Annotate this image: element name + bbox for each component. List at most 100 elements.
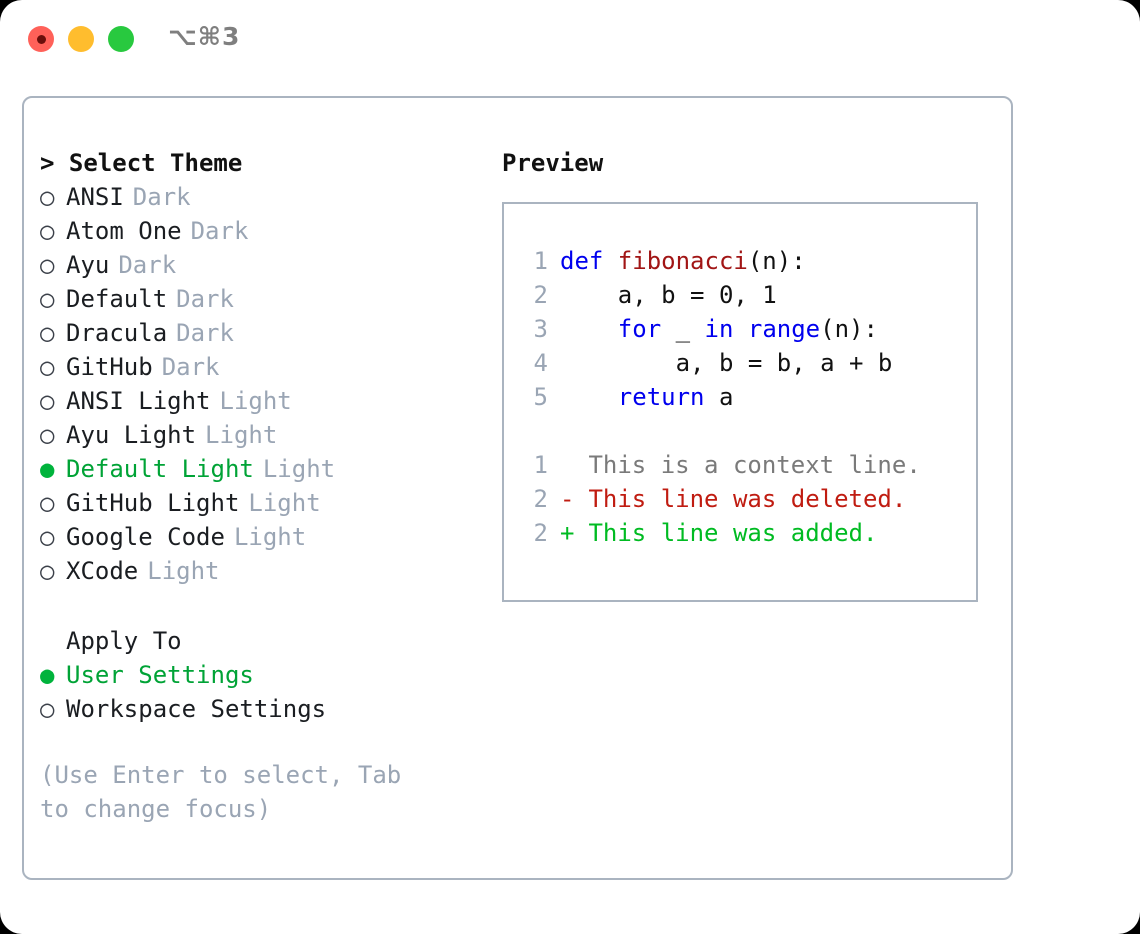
theme-item-1[interactable]: ○ Atom One Dark — [40, 214, 480, 248]
theme-item-variant-tag: Dark — [161, 353, 220, 381]
keyboard-shortcut-label: ⌥⌘3 — [168, 22, 241, 51]
radio-unselected-icon: ○ — [40, 353, 55, 381]
theme-item-variant-tag: Light — [205, 421, 278, 449]
theme-item-label: Google Code — [66, 523, 225, 551]
theme-item-variant-tag: Dark — [190, 217, 249, 245]
theme-item-9[interactable]: ○ GitHub Light Light — [40, 486, 480, 520]
theme-item-label: Default — [66, 285, 168, 313]
title-bar: ⌥⌘3 — [0, 0, 1140, 76]
theme-item-variant-tag: Light — [233, 523, 307, 551]
apply-to-list[interactable]: ● User Settings ○ Workspace Settings — [40, 658, 480, 726]
preview-title: Preview — [502, 149, 604, 177]
theme-item-variant-tag: Dark — [118, 251, 177, 279]
code-token: a, b = b, a + b — [560, 349, 893, 377]
radio-unselected-icon: ○ — [40, 421, 55, 449]
diff-text: This line was added. — [574, 519, 878, 547]
code-token: def — [560, 247, 618, 275]
code-line-4: 5 return a — [522, 380, 921, 414]
radio-unselected-icon: ○ — [40, 557, 55, 585]
diff-marker: - — [560, 485, 575, 513]
code-line-number: 5 — [533, 383, 548, 411]
theme-item-11[interactable]: ○ XCode Light — [40, 554, 480, 588]
theme-item-2[interactable]: ○ Ayu Dark — [40, 248, 480, 282]
code-token: return — [617, 383, 705, 411]
radio-unselected-icon: ○ — [40, 695, 55, 723]
theme-item-variant-tag: Light — [219, 387, 292, 415]
code-line-2: 3 for _ in range(n): — [522, 312, 921, 346]
diff-line-number: 2 — [533, 485, 548, 513]
diff-line-0: 1 This is a context line. — [522, 448, 921, 482]
code-blank-line — [522, 414, 921, 448]
diff-line-1: 2- This line was deleted. — [522, 482, 921, 516]
section-spacer — [40, 588, 480, 624]
code-token — [560, 380, 618, 414]
diff-marker — [560, 448, 574, 482]
theme-item-8[interactable]: ● Default Light Light — [40, 452, 480, 486]
radio-unselected-icon: ○ — [40, 523, 55, 551]
theme-item-3[interactable]: ○ Default Dark — [40, 282, 480, 316]
minimize-button[interactable] — [68, 26, 94, 52]
theme-item-label: XCode — [66, 557, 139, 585]
code-line-1: 2 a, b = 0, 1 — [522, 278, 921, 312]
select-theme-header: > Select Theme — [40, 149, 243, 177]
apply-to-item-1[interactable]: ○ Workspace Settings — [40, 692, 480, 726]
radio-unselected-icon: ○ — [40, 489, 55, 517]
code-token: in — [704, 315, 734, 343]
theme-item-label: Default Light — [66, 455, 254, 483]
radio-unselected-icon: ○ — [40, 285, 55, 313]
code-token: range — [747, 315, 821, 343]
theme-item-label: Dracula — [66, 319, 168, 347]
traffic-lights — [28, 26, 134, 52]
code-line-3: 4 a, b = b, a + b — [522, 346, 921, 380]
code-line-number: 2 — [533, 281, 548, 309]
theme-item-label: Ayu Light — [66, 421, 197, 449]
theme-item-label: GitHub Light — [66, 489, 240, 517]
theme-item-variant-tag: Light — [248, 489, 321, 517]
theme-item-label: Atom One — [66, 217, 182, 245]
theme-item-label: Ayu — [66, 251, 110, 279]
apply-to-item-label: User Settings — [66, 661, 254, 689]
theme-item-variant-tag: Dark — [132, 183, 191, 211]
code-token: (n): — [747, 247, 806, 275]
code-token: a — [704, 383, 734, 411]
theme-item-variant-tag: Dark — [176, 319, 234, 347]
code-token: fibonacci — [617, 247, 748, 275]
theme-item-label: GitHub — [66, 353, 153, 381]
zoom-button[interactable] — [108, 26, 134, 52]
radio-unselected-icon: ○ — [40, 217, 55, 245]
theme-item-variant-tag: Dark — [176, 285, 234, 313]
theme-item-5[interactable]: ○ GitHub Dark — [40, 350, 480, 384]
diff-line-2: 2+ This line was added. — [522, 516, 921, 550]
theme-item-label: ANSI — [66, 183, 124, 211]
keyboard-hint: (Use Enter to select, Tab to change focu… — [40, 761, 416, 823]
diff-marker: + — [560, 519, 575, 547]
theme-item-10[interactable]: ○ Google Code Light — [40, 520, 480, 554]
apply-to-item-label: Workspace Settings — [66, 695, 327, 723]
theme-item-variant-tag: Light — [262, 455, 336, 483]
apply-to-item-0[interactable]: ● User Settings — [40, 658, 480, 692]
radio-selected-icon: ● — [40, 661, 55, 689]
close-button[interactable] — [28, 26, 54, 52]
radio-selected-icon: ● — [40, 455, 55, 483]
theme-item-variant-tag: Light — [147, 557, 220, 585]
diff-line-number: 1 — [533, 451, 548, 479]
theme-item-7[interactable]: ○ Ayu Light Light — [40, 418, 480, 452]
radio-unselected-icon: ○ — [40, 251, 55, 279]
code-token: _ — [661, 315, 705, 343]
code-token: for — [617, 315, 662, 343]
code-token: (n): — [820, 315, 878, 343]
code-token: a, b = 0, 1 — [560, 281, 777, 309]
code-token — [733, 312, 747, 346]
